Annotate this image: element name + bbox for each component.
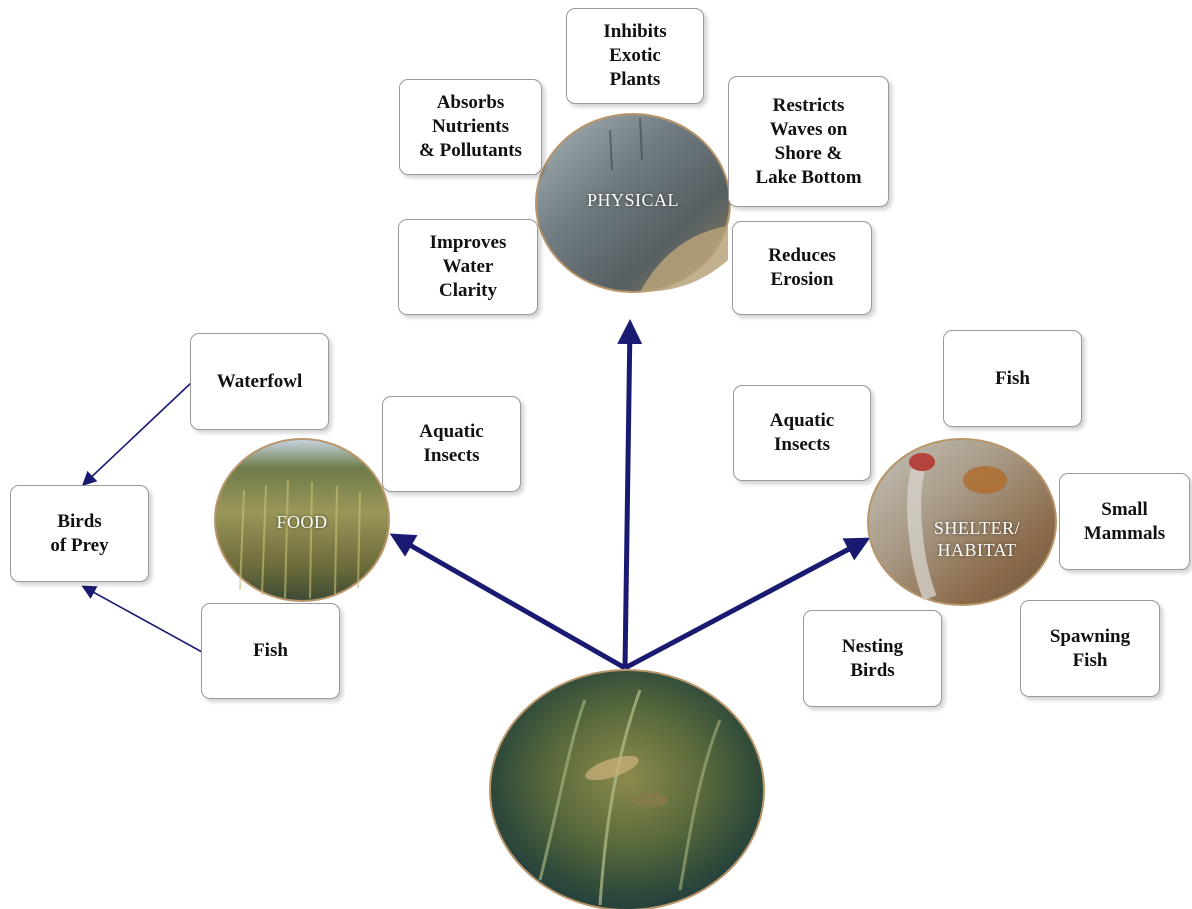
box-shelter-aquatic-insects: Aquatic Insects [733, 385, 871, 481]
box-improves-water-clarity: Improves Water Clarity [398, 219, 538, 315]
food-photo [214, 438, 390, 602]
shelter-hub-label: SHELTER/ HABITAT [933, 518, 1021, 560]
underwater-photo [489, 669, 765, 909]
arrow-to-shelter [623, 537, 871, 671]
box-waterfowl: Waterfowl [190, 333, 329, 430]
box-restricts-waves: Restricts Waves on Shore & Lake Bottom [728, 76, 889, 207]
box-spawning-fish: Spawning Fish [1020, 600, 1160, 697]
arrow-waterfowl-to-birds-of-prey [81, 381, 193, 486]
physical-hub-label: PHYSICAL [586, 190, 679, 210]
box-small-mammals: Small Mammals [1059, 473, 1190, 570]
arrow-fish-to-birds-of-prey [81, 585, 203, 653]
box-birds-of-prey: Birds of Prey [10, 485, 149, 582]
box-reduces-erosion: Reduces Erosion [732, 221, 872, 315]
box-absorbs-nutrients-pollutants: Absorbs Nutrients & Pollutants [399, 79, 542, 175]
box-food-fish: Fish [201, 603, 340, 699]
food-hub-label: FOOD [276, 512, 328, 532]
box-inhibits-exotic-plants: Inhibits Exotic Plants [566, 8, 704, 104]
shelter-photo [867, 438, 1057, 606]
physical-photo [535, 113, 731, 293]
box-shelter-fish: Fish [943, 330, 1082, 427]
arrow-to-physical [617, 319, 643, 669]
arrow-to-food [389, 533, 627, 671]
box-food-aquatic-insects: Aquatic Insects [382, 396, 521, 492]
box-nesting-birds: Nesting Birds [803, 610, 942, 707]
